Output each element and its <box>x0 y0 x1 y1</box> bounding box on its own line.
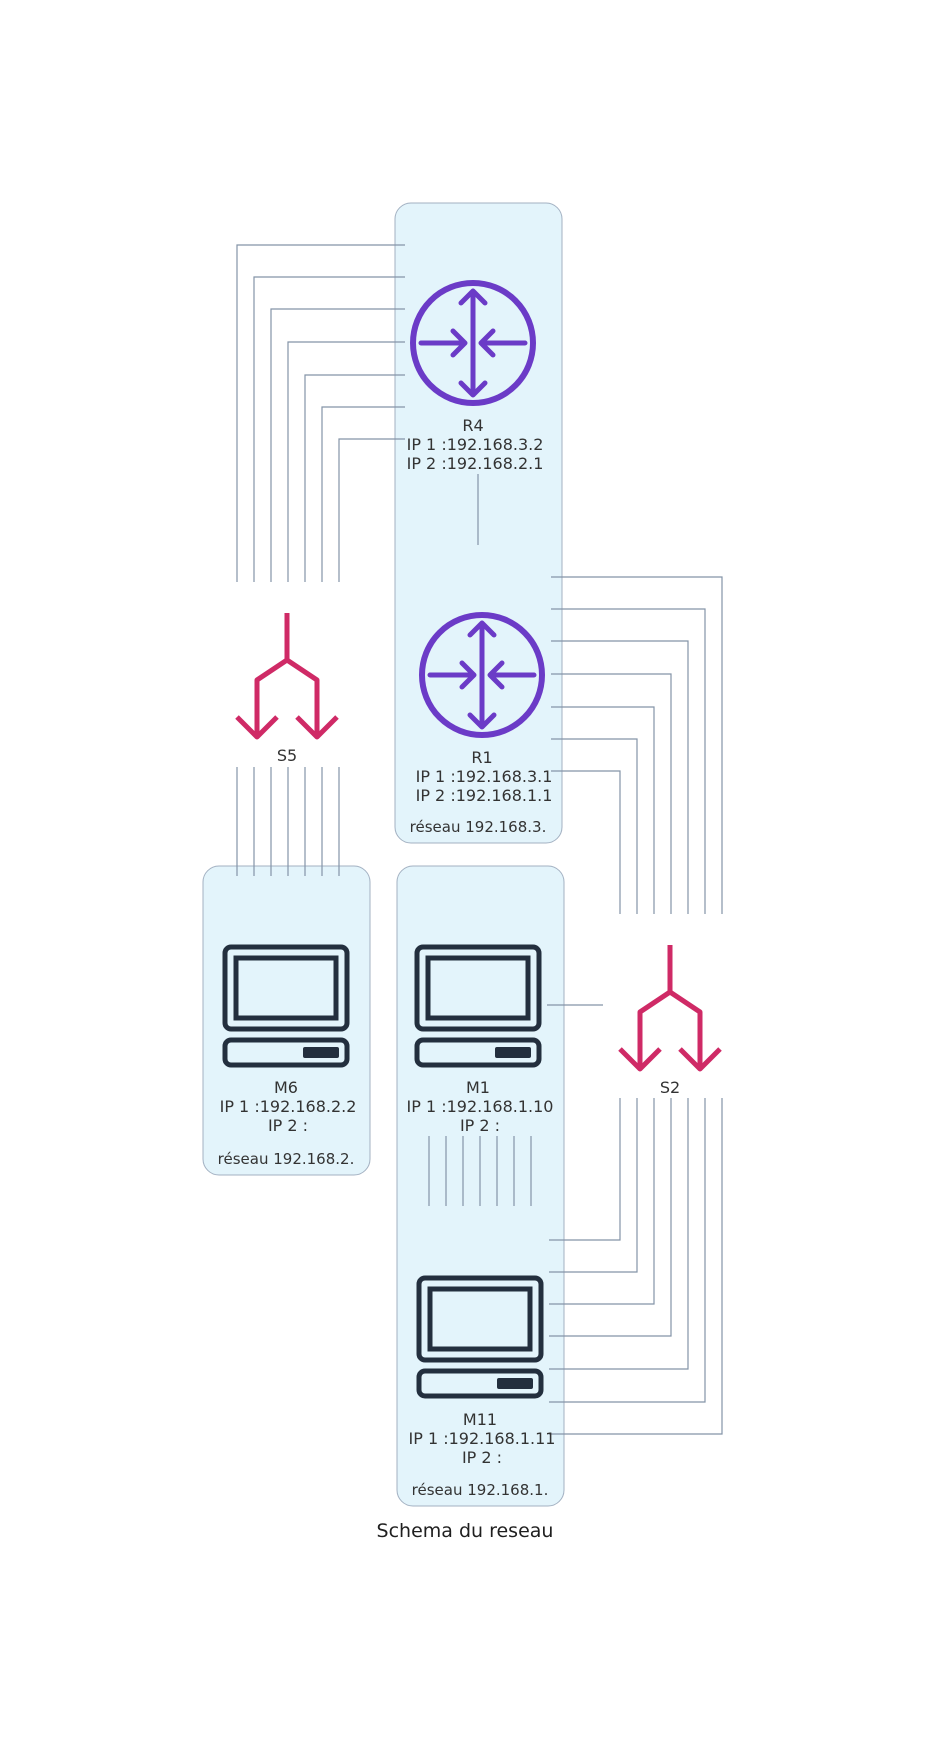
router-r1-ip1: IP 1 :192.168.3.1 <box>416 767 553 786</box>
diagram-title: Schema du reseau <box>377 1520 554 1542</box>
computer-m6-ip2: IP 2 : <box>268 1116 308 1135</box>
switch-icon <box>235 613 339 740</box>
router-icon <box>419 612 545 738</box>
link-m1-m11 <box>428 1136 532 1206</box>
computer-icon <box>414 944 542 1068</box>
computer-icon <box>222 944 350 1068</box>
computer-m11-name: M11 <box>463 1410 497 1429</box>
computer-m1-name: M1 <box>466 1078 490 1097</box>
switch-icon <box>618 945 722 1072</box>
link-r1-s2 <box>551 576 723 914</box>
computer-m11-ip2: IP 2 : <box>462 1448 502 1467</box>
router-r1[interactable]: R1 IP 1 :192.168.3.1 IP 2 :192.168.1.1 <box>416 612 553 805</box>
network-label-r4-r1: réseau 192.168.3. <box>410 818 547 836</box>
network-label-m6: réseau 192.168.2. <box>218 1150 355 1168</box>
computer-m1[interactable]: M1 IP 1 :192.168.1.10 IP 2 : <box>407 944 554 1135</box>
computer-m11[interactable]: M11 IP 1 :192.168.1.11 IP 2 : <box>409 1275 556 1467</box>
computer-m1-ip1: IP 1 :192.168.1.10 <box>407 1097 554 1116</box>
computer-m1-ip2: IP 2 : <box>460 1116 500 1135</box>
link-r4-s5 <box>236 244 405 582</box>
router-r4-ip1: IP 1 :192.168.3.2 <box>407 435 544 454</box>
switch-s5[interactable]: S5 <box>235 613 339 765</box>
router-r4-ip2: IP 2 :192.168.2.1 <box>407 454 544 473</box>
switch-s5-name: S5 <box>277 746 297 765</box>
router-r1-name: R1 <box>471 748 492 767</box>
link-s5-m6 <box>236 767 340 876</box>
computer-m6-ip1: IP 1 :192.168.2.2 <box>220 1097 357 1116</box>
router-r4[interactable]: R4 IP 1 :192.168.3.2 IP 2 :192.168.2.1 <box>407 280 544 473</box>
link-s2-m11 <box>549 1098 723 1435</box>
computer-m6[interactable]: M6 IP 1 :192.168.2.2 IP 2 : <box>220 944 357 1135</box>
router-icon <box>410 280 536 406</box>
router-r4-name: R4 <box>462 416 483 435</box>
switch-s2-name: S2 <box>660 1078 680 1097</box>
router-r1-ip2: IP 2 :192.168.1.1 <box>416 786 553 805</box>
computer-icon <box>416 1275 544 1399</box>
computer-m6-name: M6 <box>274 1078 298 1097</box>
network-label-m1-m11: réseau 192.168.1. <box>412 1481 549 1499</box>
computer-m11-ip1: IP 1 :192.168.1.11 <box>409 1429 556 1448</box>
switch-s2[interactable]: S2 <box>618 945 722 1097</box>
